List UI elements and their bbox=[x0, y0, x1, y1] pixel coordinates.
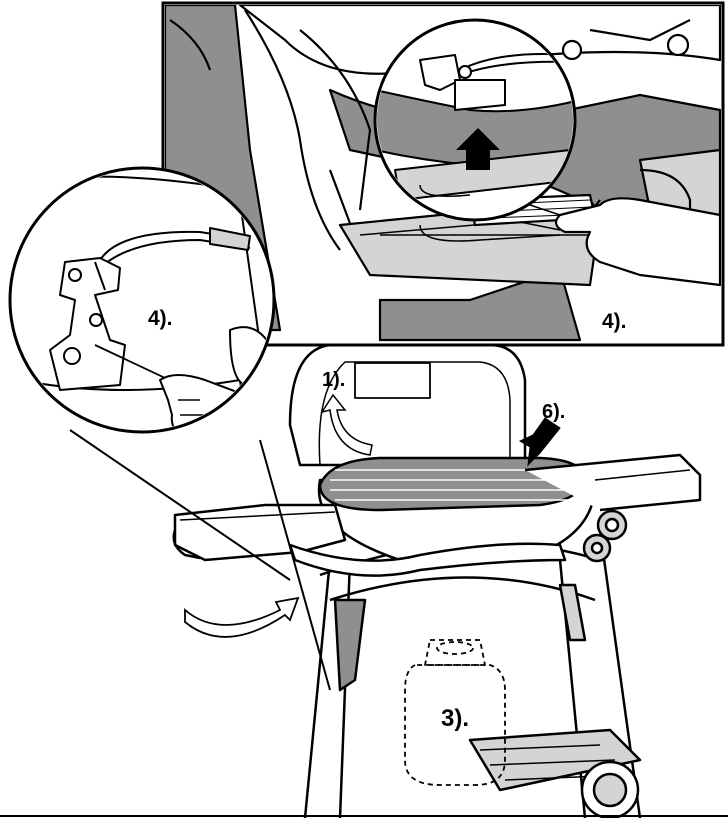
step-3-label: 3). bbox=[441, 705, 469, 732]
arrow-down-icon bbox=[518, 417, 561, 467]
step-4-inset-label: 4). bbox=[602, 310, 627, 333]
grill-illustration bbox=[172, 343, 702, 818]
propane-tank-icon bbox=[404, 639, 506, 786]
arrow-up-icon bbox=[456, 128, 500, 170]
magnifier-circle bbox=[373, 18, 577, 222]
step-6-label: 6). bbox=[542, 401, 565, 423]
step-1-label: 1). bbox=[322, 369, 345, 391]
top-inset-panel: 4). bbox=[161, 1, 725, 347]
step-4-circle-label: 4). bbox=[148, 307, 173, 330]
curved-arrow-icon bbox=[184, 596, 300, 638]
cooking-grate bbox=[318, 456, 587, 512]
leader-lines bbox=[69, 429, 331, 691]
curved-arrow-icon bbox=[320, 393, 373, 456]
